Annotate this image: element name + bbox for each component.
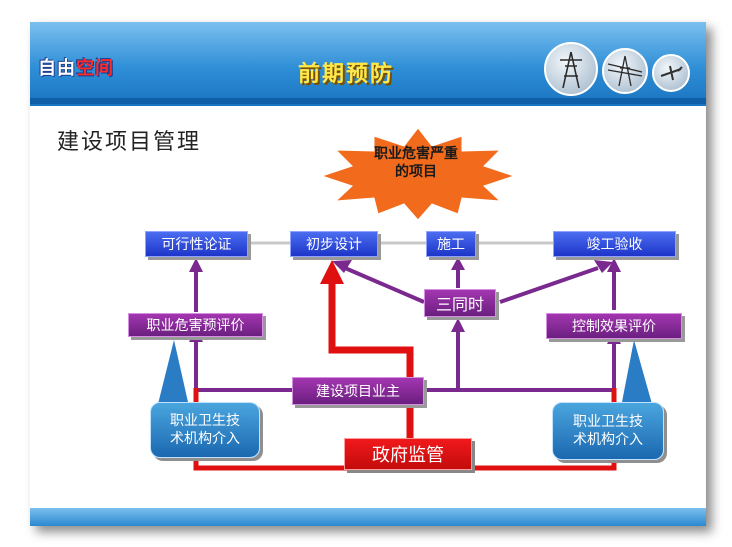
agency-left-box: 职业卫生技术机构介入 [150, 402, 260, 458]
government-supervision-box: 政府监管 [344, 438, 472, 470]
page-title: 建设项目管理 [57, 130, 202, 155]
header-title: 前期预防 [298, 62, 395, 87]
aircraft-icon [652, 54, 690, 92]
stage-construction: 施工 [426, 231, 476, 257]
pre-evaluation-box: 职业危害预评价 [128, 313, 263, 337]
agency-right-box: 职业卫生技术机构介入 [552, 402, 664, 460]
logo-part1: 自由 [38, 58, 76, 79]
header-strip [30, 98, 706, 104]
stage-feasibility: 可行性论证 [145, 231, 248, 257]
agency-left-tail [158, 340, 188, 404]
stage-preliminary-design: 初步设计 [290, 231, 378, 257]
power-tower-icon [544, 42, 598, 96]
burst-shape [320, 127, 516, 221]
power-lines-icon [602, 48, 648, 94]
header-banner: 自由空间 前期预防 [30, 22, 706, 106]
agency-right-tail [622, 340, 652, 404]
burst-label: 职业危害严重的项目 [374, 146, 458, 180]
owner-box: 建设项目业主 [292, 377, 424, 405]
stage-acceptance: 竣工验收 [553, 231, 676, 257]
three-simultaneous-box: 三同时 [424, 289, 496, 317]
control-evaluation-box: 控制效果评价 [546, 313, 682, 339]
logo: 自由空间 [38, 54, 114, 80]
footer-bar [30, 508, 706, 526]
logo-part2: 空间 [76, 58, 114, 79]
